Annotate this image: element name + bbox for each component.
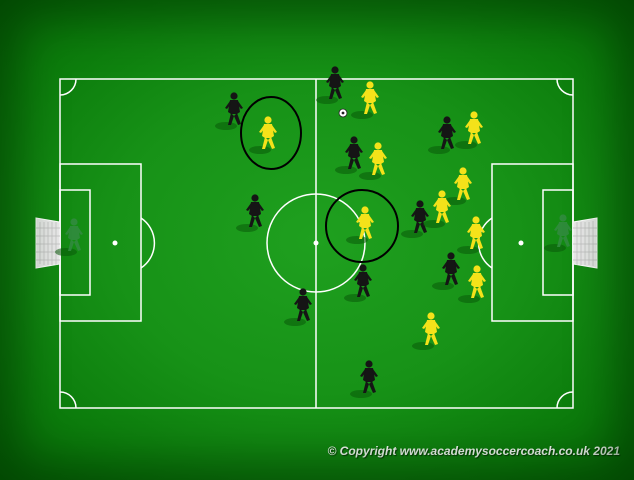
yellow-player (458, 265, 486, 303)
corner-arc-tl (59, 78, 77, 96)
centre-spot (313, 240, 319, 246)
black-player (236, 194, 264, 232)
right-goal (572, 217, 598, 269)
yellow-player (423, 190, 451, 228)
black-player (432, 252, 460, 290)
yellow-player (444, 167, 472, 205)
yellow-team (249, 81, 486, 350)
yellow-player-highlighted (249, 116, 277, 154)
left-penalty-spot (112, 240, 118, 246)
yellow-player (351, 81, 379, 119)
soccer-ball (338, 108, 348, 118)
yellow-player-highlighted (346, 206, 374, 244)
centre-circle (266, 193, 366, 293)
right-penalty-spot (518, 240, 524, 246)
goalkeeper-right (544, 214, 572, 252)
left-goal (35, 217, 61, 269)
copyright-notice: © Copyright www.academysoccercoach.co.uk… (327, 444, 620, 458)
highlight-ring-yellow-player-centre (325, 189, 399, 263)
corner-arc-bl (59, 391, 77, 409)
black-player (428, 116, 456, 154)
left-penalty-arc (140, 217, 156, 269)
black-player (344, 264, 372, 302)
corner-arc-br (556, 391, 574, 409)
black-player (284, 288, 312, 326)
corner-arc-tr (556, 78, 574, 96)
yellow-player (455, 111, 483, 149)
yellow-player (412, 312, 440, 350)
black-player (401, 200, 429, 238)
black-player (215, 92, 243, 130)
black-player (335, 136, 363, 174)
black-player (316, 66, 344, 104)
yellow-player (359, 142, 387, 180)
yellow-player (457, 216, 485, 254)
black-player (350, 360, 378, 398)
highlight-ring-yellow-player-left (240, 96, 302, 170)
